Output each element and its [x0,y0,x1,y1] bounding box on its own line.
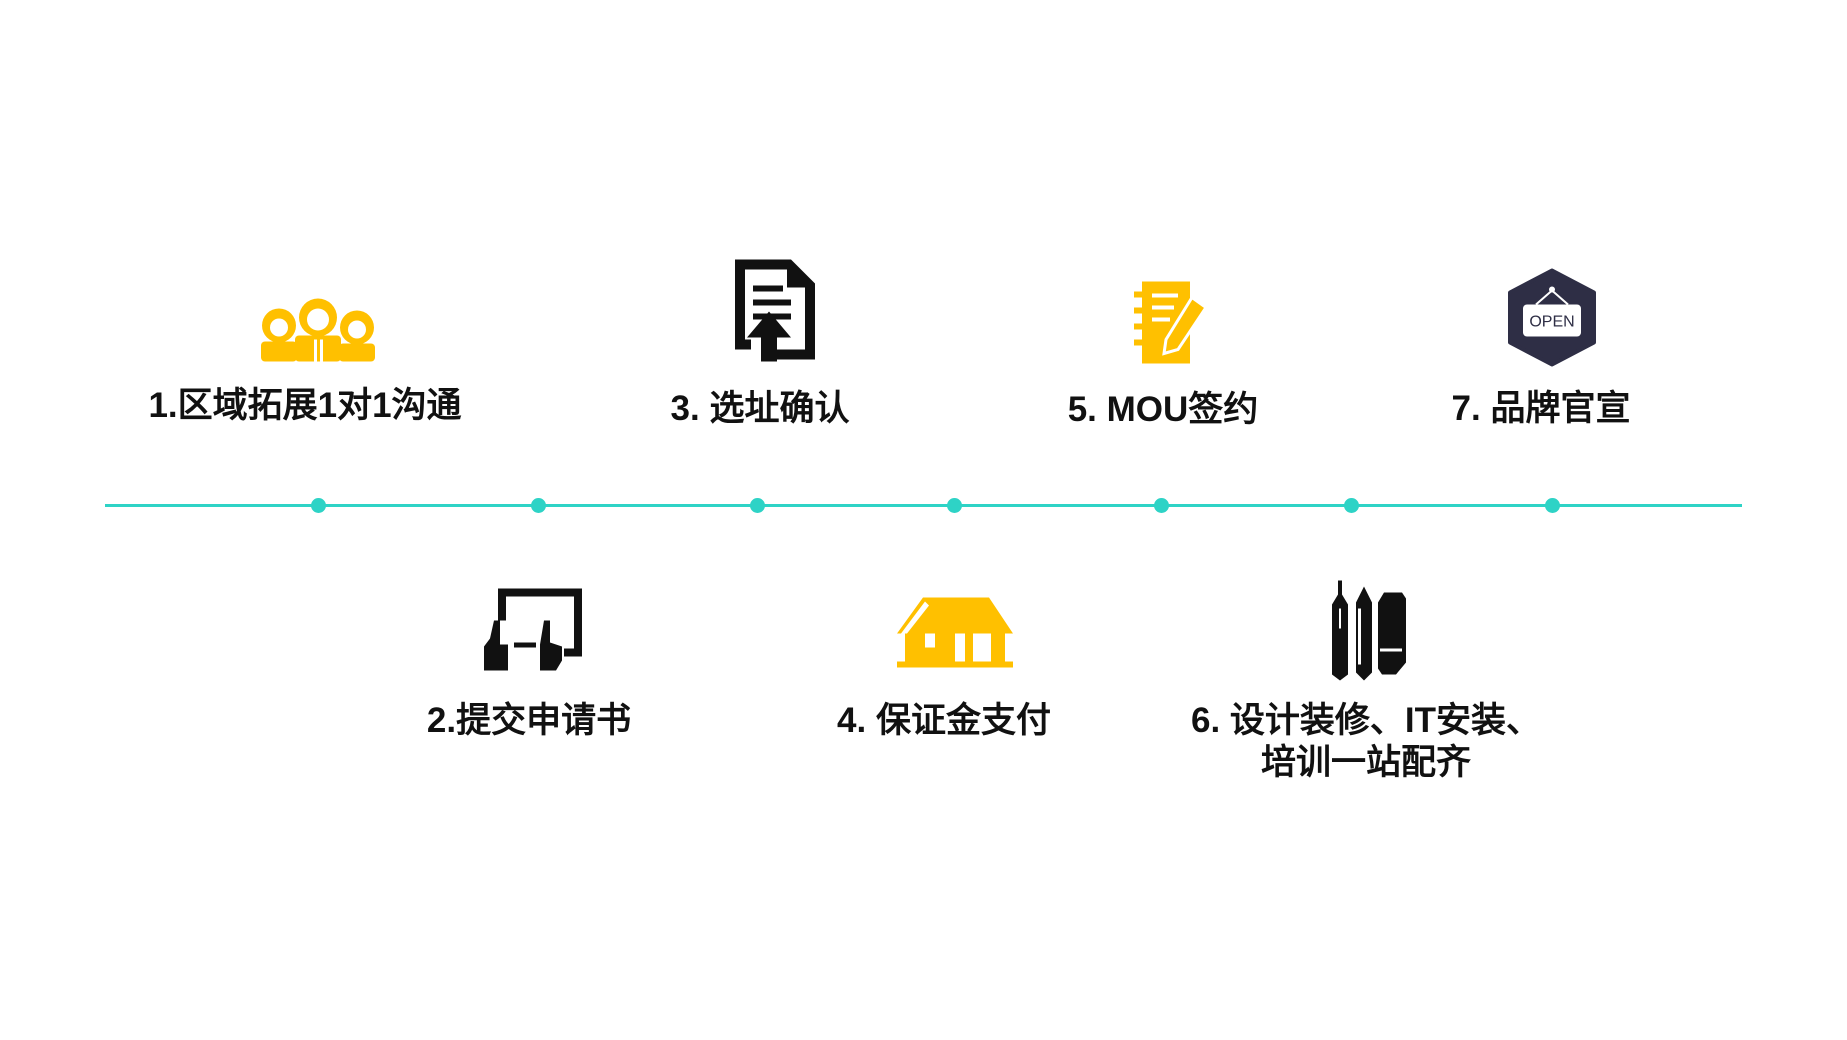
people-icon [259,298,377,369]
timeline-dot-1 [311,498,326,513]
step-4-label: 4. 保证金支付 [837,701,1051,740]
timeline-dot-4 [947,498,962,513]
step-6-label-line-2: 培训一站配齐 [1260,743,1471,782]
step-6-label-line-1: 6. 设计装修、IT安装、 [1190,701,1542,740]
notepad-sign-icon [1132,278,1209,371]
document-upload-icon [729,256,819,369]
open-sign-icon: OPEN [1503,268,1601,372]
timeline-line [105,504,1742,507]
step-6-label: 6. 设计装修、IT安装、 培训一站配齐 [1191,700,1541,784]
step-5-label: 5. MOU签约 [1067,390,1259,429]
timeline-dot-3 [750,498,765,513]
timeline-dot-2 [531,498,546,513]
house-icon [895,594,1015,673]
tablet-touch-icon [480,587,584,680]
open-sign-text: OPEN [1529,314,1574,331]
step-7-label: 7. 品牌官宣 [1451,389,1631,428]
step-3-label: 3. 选址确认 [670,389,850,428]
step-1-label: 1.区域拓展1对1沟通 [148,386,462,425]
step-2-label: 2.提交申请书 [426,701,632,740]
timeline-dot-7 [1545,498,1560,513]
design-tools-icon [1328,579,1408,688]
timeline-dot-5 [1154,498,1169,513]
timeline-dot-6 [1344,498,1359,513]
